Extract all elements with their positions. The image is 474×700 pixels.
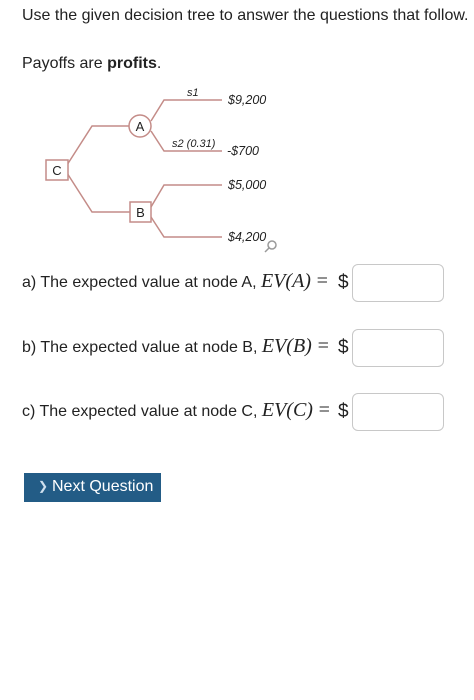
payoffs-suffix: . bbox=[156, 55, 162, 72]
branch-a-s2 bbox=[150, 130, 222, 152]
branch-label-s2: s2 (0.31) bbox=[172, 138, 216, 150]
next-question-button[interactable]: ❯ Next Question bbox=[24, 473, 161, 502]
payoff-a-s2: -$700 bbox=[227, 144, 259, 158]
payoff-a-s1: $9,200 bbox=[227, 93, 266, 107]
node-c-label: C bbox=[52, 163, 61, 178]
node-b-label: B bbox=[136, 205, 145, 220]
question-a-text: a) The expected value at node A, EV(A) = bbox=[22, 270, 329, 293]
branch-b-1 bbox=[150, 184, 222, 208]
answer-a-input[interactable] bbox=[352, 264, 444, 302]
question-a-prefix: a) The expected value at node A, bbox=[22, 274, 261, 291]
answer-b-input[interactable] bbox=[352, 329, 444, 367]
branch-c-a bbox=[66, 125, 129, 166]
question-a-math: EV(A) bbox=[260, 270, 311, 292]
branch-a-s1 bbox=[150, 99, 222, 122]
question-c-math: EV(C) bbox=[261, 399, 313, 421]
question-b-dollar: $ bbox=[338, 337, 349, 358]
branch-label-s1: s1 bbox=[187, 87, 199, 99]
answer-c-input[interactable] bbox=[352, 393, 444, 431]
question-b-text: b) The expected value at node B, EV(B) = bbox=[22, 335, 330, 358]
magnifier-icon[interactable] bbox=[264, 240, 277, 253]
next-question-label: Next Question bbox=[52, 478, 154, 495]
payoffs-prefix: Payoffs are bbox=[22, 55, 108, 72]
question-c-prefix: c) The expected value at node C, bbox=[22, 403, 262, 420]
branch-c-b bbox=[66, 172, 130, 213]
node-a-label: A bbox=[136, 119, 145, 134]
payoff-b-2: $4,200 bbox=[227, 230, 266, 244]
branch-b-2 bbox=[150, 216, 222, 238]
question-a-dollar: $ bbox=[338, 272, 349, 293]
instructions-text: Use the given decision tree to answer th… bbox=[22, 7, 469, 24]
question-b-math: EV(B) bbox=[261, 335, 312, 357]
question-c-equals: = bbox=[317, 399, 331, 421]
decision-tree: A B C s1 s2 (0.31) $9,200 -$700 $5,000 $… bbox=[45, 87, 277, 253]
payoffs-note: Payoffs are profits. bbox=[22, 55, 161, 73]
payoffs-bold: profits bbox=[107, 55, 157, 72]
question-a-equals: = bbox=[315, 270, 329, 292]
node-a-circle bbox=[128, 114, 152, 138]
question-b-equals: = bbox=[316, 335, 330, 357]
node-b-box bbox=[129, 201, 152, 223]
question-b-prefix: b) The expected value at node B, bbox=[22, 339, 262, 356]
question-c-dollar: $ bbox=[338, 401, 349, 422]
question-c-text: c) The expected value at node C, EV(C) = bbox=[22, 399, 331, 422]
node-c-box bbox=[45, 159, 69, 181]
payoff-b-1: $5,000 bbox=[227, 178, 266, 192]
chevron-right-icon: ❯ bbox=[38, 479, 49, 493]
